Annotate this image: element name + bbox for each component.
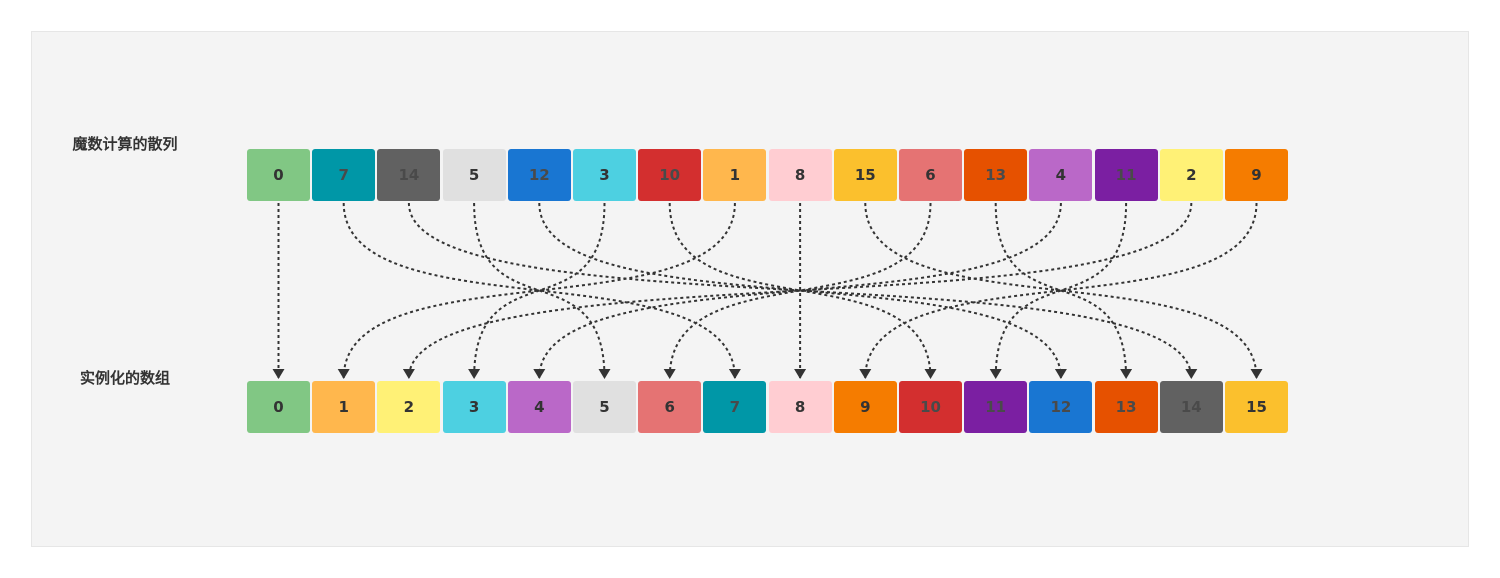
arrow-15 (864, 202, 1263, 379)
array-cell-10: 10 (899, 381, 962, 433)
arrow-14 (407, 202, 1198, 379)
array-row-label: 实例化的数组 (79, 369, 170, 387)
arrow-4 (533, 202, 1062, 379)
hash-cell-12: 12 (507, 149, 571, 201)
arrow-3 (468, 202, 606, 379)
array-cell-12: 12 (1029, 381, 1093, 433)
hash-cell-3: 3 (573, 149, 636, 201)
arrow-6 (663, 202, 932, 379)
array-cell-5: 5 (573, 381, 636, 433)
hash-cell-15: 15 (833, 149, 897, 201)
arrow-7 (342, 202, 741, 379)
arrow-11 (989, 202, 1128, 379)
array-cell-14: 14 (1159, 381, 1223, 433)
hash-cell-13: 13 (964, 149, 1028, 201)
array-cell-6: 6 (638, 381, 702, 433)
array-cell-7: 7 (703, 381, 767, 433)
hash-cell-5: 5 (442, 149, 506, 201)
hash-cell-4: 4 (1029, 149, 1093, 201)
array-cell-11: 11 (964, 381, 1028, 433)
hash-cell-8: 8 (768, 149, 832, 201)
hash-cell-6: 6 (899, 149, 962, 201)
array-cell-9: 9 (833, 381, 897, 433)
arrow-5 (473, 202, 611, 379)
diagram-panel (31, 31, 1469, 547)
hash-cell-9: 9 (1225, 149, 1288, 201)
hash-cell-10: 10 (638, 149, 702, 201)
hash-row-label: 魔数计算的散列 (72, 135, 178, 153)
array-cell-0: 0 (247, 381, 310, 433)
array-cell-8: 8 (768, 381, 832, 433)
array-cell-4: 4 (507, 381, 571, 433)
array-cell-3: 3 (442, 381, 506, 433)
hash-cell-1: 1 (703, 149, 767, 201)
array-cell-15: 15 (1225, 381, 1288, 433)
hash-cell-11: 11 (1094, 149, 1158, 201)
array-cell-1: 1 (312, 381, 376, 433)
hash-cell-2: 2 (1159, 149, 1223, 201)
arrow-9 (859, 202, 1258, 379)
hash-cell-14: 14 (377, 149, 441, 201)
hash-cell-7: 7 (312, 149, 376, 201)
arrow-2 (402, 202, 1193, 379)
arrow-10 (668, 202, 937, 379)
hash-cell-0: 0 (247, 149, 310, 201)
array-cell-13: 13 (1094, 381, 1158, 433)
arrow-12 (538, 202, 1067, 379)
arrow-1 (337, 202, 736, 379)
array-cell-2: 2 (377, 381, 441, 433)
arrow-13 (994, 202, 1133, 379)
